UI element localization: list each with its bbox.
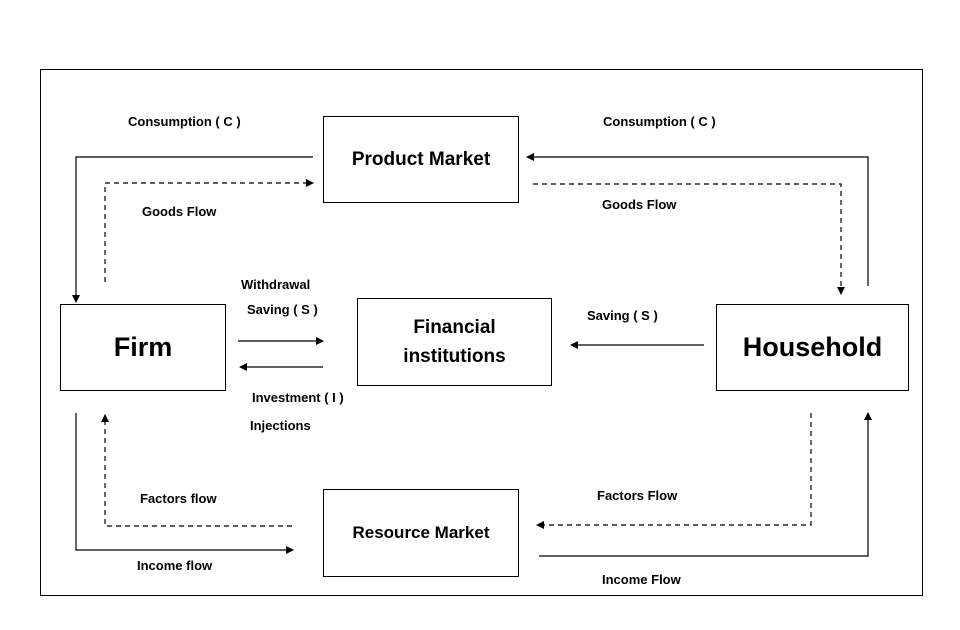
- product-market-label: Product Market: [351, 148, 491, 170]
- consumption-arrow-to-firm: [72, 156, 313, 303]
- income-flow-arrow-to-household: [539, 412, 872, 557]
- firm-box: Firm: [60, 304, 226, 391]
- resource-market-label: Resource Market: [352, 523, 490, 542]
- factors-flow-arrow-to-firm: [101, 414, 292, 527]
- resource-market-box: Resource Market: [323, 489, 519, 577]
- factors-flow-label-right: Factors Flow: [597, 488, 678, 503]
- factors-flow-label-left: Factors flow: [140, 491, 217, 506]
- financial-institutions-label-line1: Financial: [413, 317, 496, 338]
- financial-institutions-label-line2: institutions: [403, 346, 506, 367]
- consumption-label-left: Consumption ( C ): [128, 114, 241, 129]
- withdrawal-label: Withdrawal: [241, 277, 311, 292]
- goods-flow-label-right: Goods Flow: [602, 197, 677, 212]
- saving-label-household: Saving ( S ): [587, 308, 658, 323]
- consumption-label-right: Consumption ( C ): [603, 114, 716, 129]
- goods-flow-arrow-to-product-market: [104, 179, 314, 282]
- household-label: Household: [742, 332, 883, 362]
- income-flow-label-left: Income flow: [137, 558, 213, 573]
- goods-flow-arrow-to-household: [533, 183, 845, 295]
- income-flow-arrow-to-resource-market: [75, 413, 294, 554]
- firm-label: Firm: [113, 332, 173, 362]
- injections-label: Injections: [250, 418, 311, 433]
- income-flow-label-right: Income Flow: [602, 572, 681, 587]
- goods-flow-label-left: Goods Flow: [142, 204, 217, 219]
- factors-flow-arrow-to-resource-market: [536, 413, 812, 529]
- household-box: Household: [716, 304, 909, 391]
- saving-label-firm: Saving ( S ): [247, 302, 318, 317]
- investment-label: Investment ( I ): [252, 390, 344, 405]
- consumption-arrow-to-product-market: [526, 153, 869, 286]
- financial-institutions-box: Financial institutions: [357, 298, 552, 386]
- diagram-frame: [40, 69, 923, 596]
- product-market-box: Product Market: [323, 116, 519, 203]
